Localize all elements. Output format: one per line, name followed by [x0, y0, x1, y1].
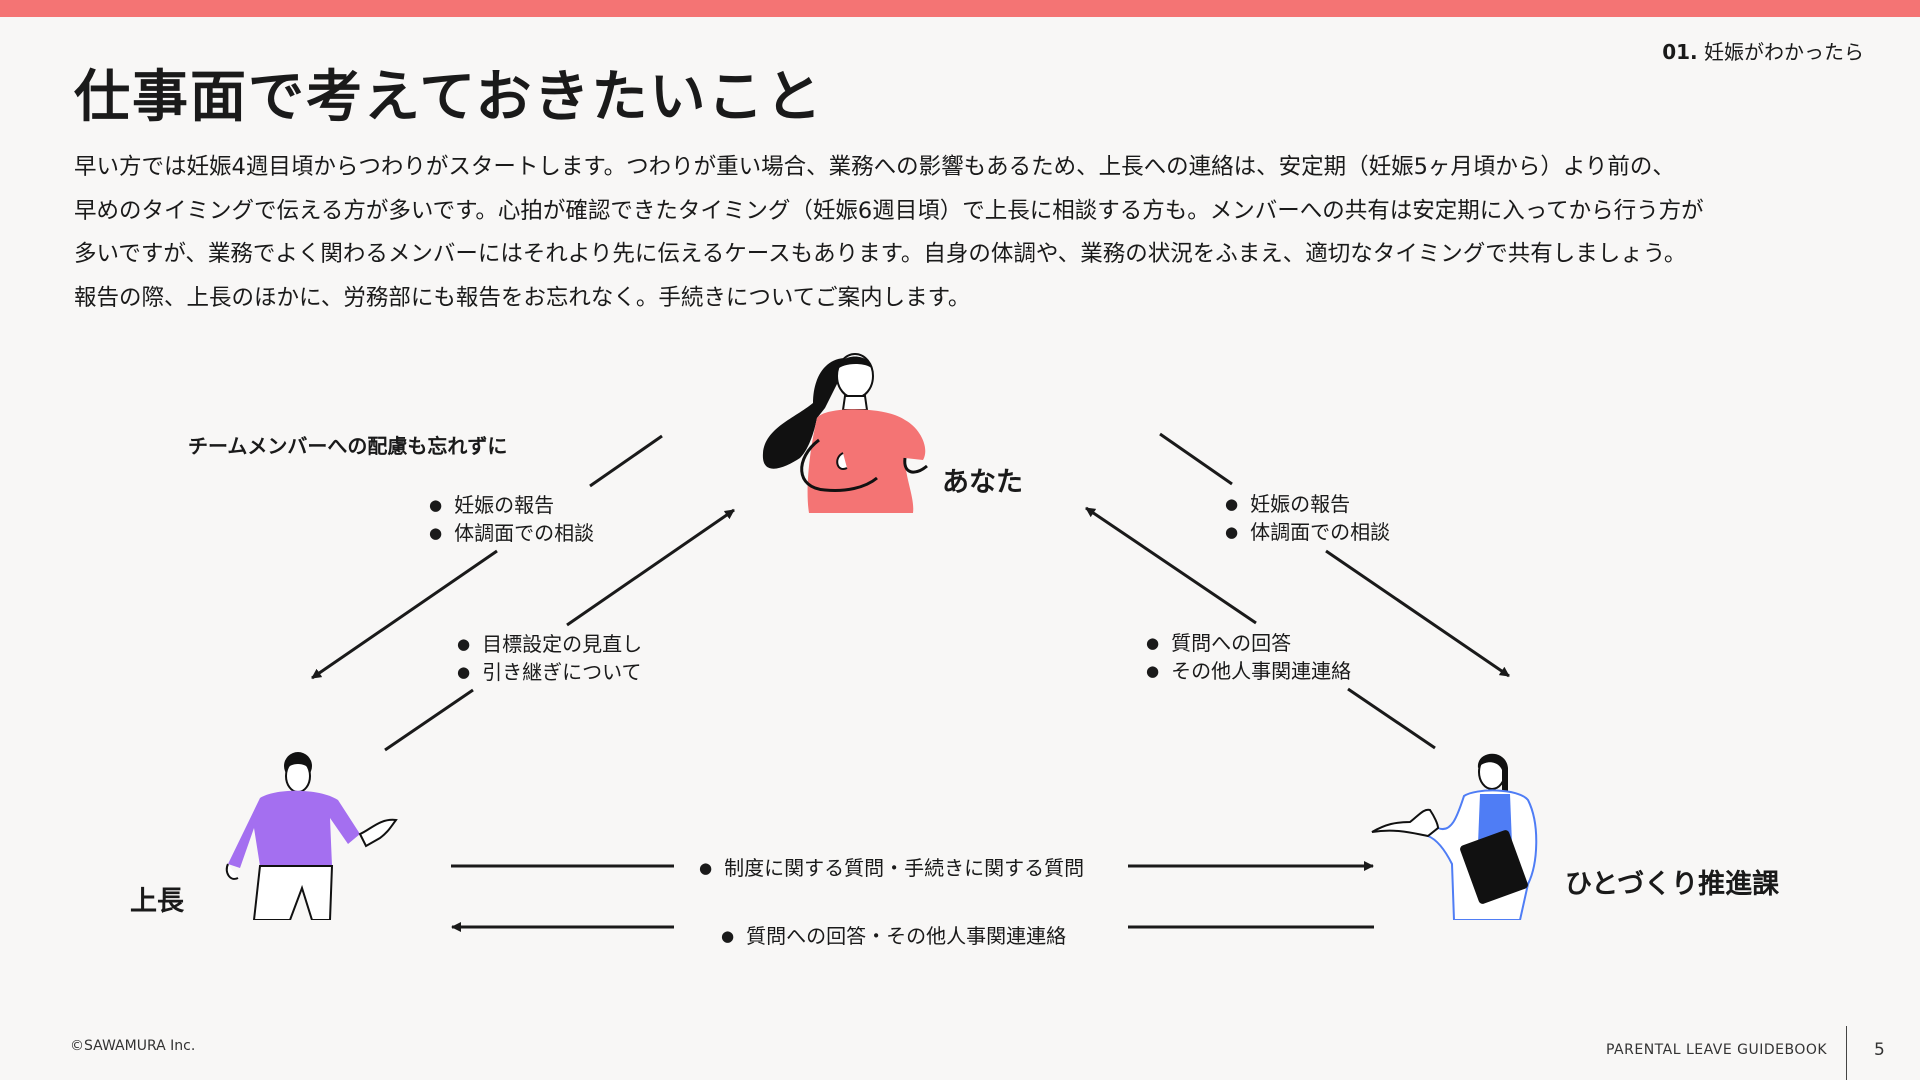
list-item: 体調面での相談	[1225, 519, 1390, 547]
arrow-boss-to-you	[566, 508, 735, 627]
arrow-hr-to-you	[1085, 506, 1257, 625]
footer-divider	[1846, 1026, 1847, 1080]
top-accent-bar	[0, 0, 1920, 17]
section-tag: 01. 妊娠がわかったら	[1662, 36, 1864, 65]
you-to-hr-list: 妊娠の報告 体調面での相談	[1225, 491, 1390, 547]
you-to-boss-list: 妊娠の報告 体調面での相談	[429, 492, 594, 548]
list-item: 目標設定の見直し	[457, 631, 642, 659]
page-title: 仕事面で考えておきたいこと	[74, 65, 824, 130]
list-item: その他人事関連連絡	[1146, 658, 1351, 686]
copyright: ©SAWAMURA Inc.	[70, 1038, 196, 1054]
list-item: 体調面での相談	[429, 520, 594, 548]
list-item: 質問への回答	[1146, 630, 1351, 658]
boss-illustration	[225, 752, 398, 920]
guidebook-title: PARENTAL LEAVE GUIDEBOOK	[1606, 1042, 1828, 1058]
intro-paragraph: 早い方では妊娠4週目頃からつわりがスタートします。つわりが重い場合、業務への影響…	[74, 146, 1874, 320]
page-number: 5	[1874, 1040, 1885, 1060]
list-item: 妊娠の報告	[429, 492, 594, 520]
arrow-you-to-hr	[1325, 549, 1510, 678]
boss-to-hr-label: 制度に関する質問・手続きに関する質問	[699, 852, 1084, 881]
arrow-you-to-boss	[589, 434, 663, 488]
arrow-you-to-hr	[1159, 432, 1233, 486]
team-consideration-note: チームメンバーへの配慮も忘れずに	[188, 434, 508, 458]
section-name: 妊娠がわかったら	[1704, 40, 1864, 64]
intro-line: 早い方では妊娠4週目頃からつわりがスタートします。つわりが重い場合、業務への影響…	[74, 154, 1675, 180]
list-item: 妊娠の報告	[1225, 491, 1390, 519]
hr-to-you-list: 質問への回答 その他人事関連連絡	[1146, 630, 1351, 686]
section-number: 01.	[1662, 40, 1698, 64]
intro-line: 早めのタイミングで伝える方が多いです。心拍が確認できたタイミング（妊娠6週目頃）…	[74, 197, 1704, 224]
list-item: 引き継ぎについて	[457, 659, 642, 687]
pregnant-woman-illustration	[762, 353, 928, 513]
arrow-you-to-boss	[311, 549, 498, 680]
hr-staff-illustration	[1371, 753, 1538, 920]
arrow-boss-to-you	[384, 688, 474, 752]
node-label-boss: 上長	[130, 886, 184, 917]
node-label-you: あなた	[942, 467, 1023, 498]
arrow-hr-to-you	[1347, 687, 1436, 750]
intro-line: 報告の際、上長のほかに、労務部にも報告をお忘れなく。手続きについてご案内します。	[74, 284, 971, 311]
hr-to-boss-label: 質問への回答・その他人事関連連絡	[721, 920, 1066, 949]
boss-to-you-list: 目標設定の見直し 引き継ぎについて	[457, 631, 642, 687]
node-label-hr: ひとづくり推進課	[1565, 869, 1780, 900]
intro-line: 多いですが、業務でよく関わるメンバーにはそれより先に伝えるケースもあります。自身…	[74, 241, 1687, 267]
